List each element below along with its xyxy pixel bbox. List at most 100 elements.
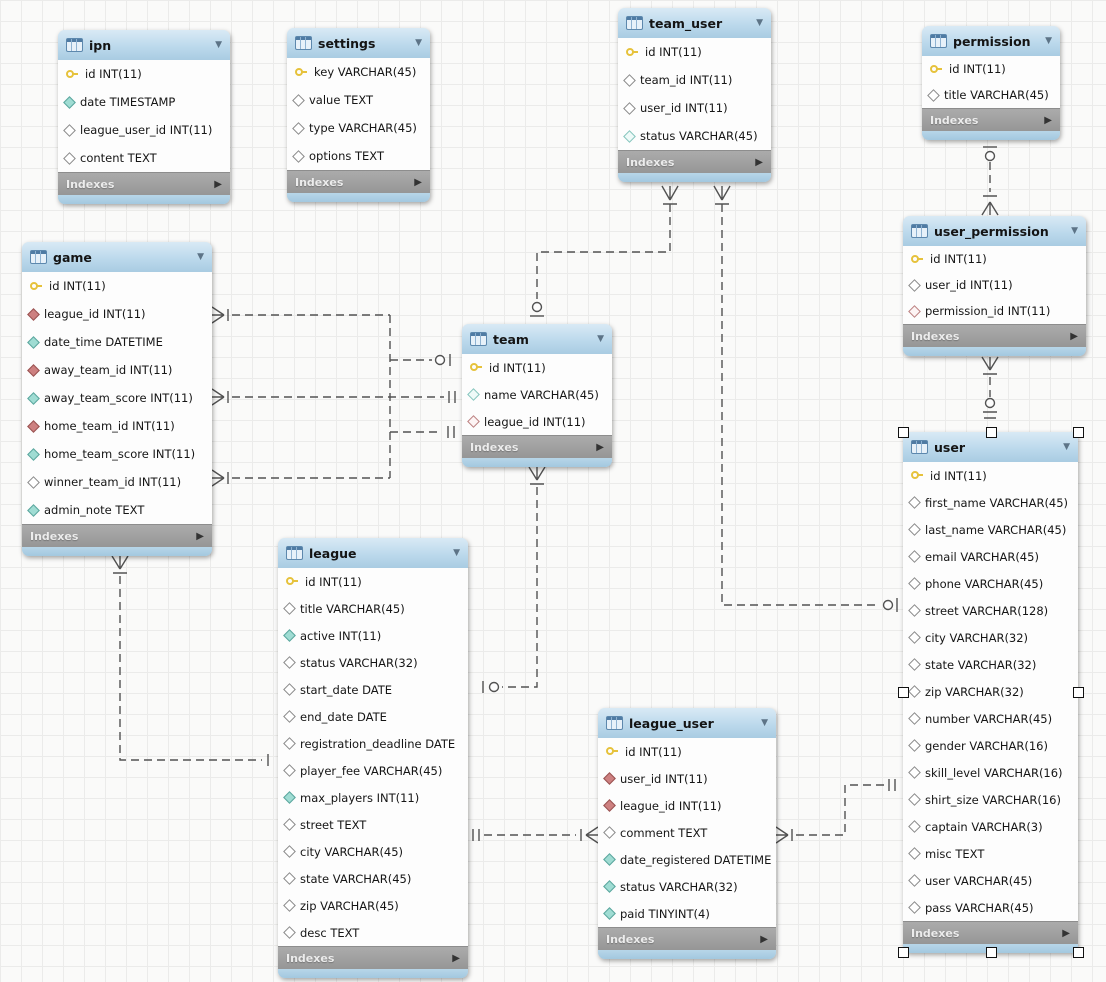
table-user[interactable]: user▼id INT(11)first_name VARCHAR(45)las… — [903, 432, 1078, 953]
column-row[interactable]: league_user_id INT(11) — [58, 116, 230, 144]
column-row[interactable]: status VARCHAR(32) — [278, 649, 468, 676]
column-row[interactable]: pass VARCHAR(45) — [903, 894, 1078, 921]
table-header[interactable]: user_permission▼ — [903, 216, 1086, 246]
table-league[interactable]: league▼id INT(11)title VARCHAR(45)active… — [278, 538, 468, 978]
table-header[interactable]: team▼ — [462, 324, 612, 354]
column-row[interactable]: zip VARCHAR(32) — [903, 678, 1078, 705]
table-league_user[interactable]: league_user▼id INT(11)user_id INT(11)lea… — [598, 708, 776, 959]
column-row[interactable]: user_id INT(11) — [618, 94, 771, 122]
selection-handle[interactable] — [1073, 427, 1084, 438]
table-header[interactable]: league▼ — [278, 538, 468, 568]
column-row[interactable]: permission_id INT(11) — [903, 298, 1086, 324]
column-row[interactable]: value TEXT — [287, 86, 430, 114]
column-row[interactable]: away_team_id INT(11) — [22, 356, 212, 384]
column-row[interactable]: id INT(11) — [278, 568, 468, 595]
collapse-table-icon[interactable]: ▼ — [215, 40, 222, 50]
column-row[interactable]: player_fee VARCHAR(45) — [278, 757, 468, 784]
table-permission[interactable]: permission▼id INT(11)title VARCHAR(45)In… — [922, 26, 1060, 140]
table-game[interactable]: game▼id INT(11)league_id INT(11)date_tim… — [22, 242, 212, 556]
column-row[interactable]: status VARCHAR(45) — [618, 122, 771, 150]
table-team[interactable]: team▼id INT(11)name VARCHAR(45)league_id… — [462, 324, 612, 467]
column-row[interactable]: state VARCHAR(45) — [278, 865, 468, 892]
selection-handle[interactable] — [985, 427, 997, 438]
expand-indexes-icon[interactable]: ▶ — [452, 952, 460, 964]
column-row[interactable]: city VARCHAR(45) — [278, 838, 468, 865]
collapse-table-icon[interactable]: ▼ — [1063, 442, 1070, 452]
column-row[interactable]: active INT(11) — [278, 622, 468, 649]
column-row[interactable]: gender VARCHAR(16) — [903, 732, 1078, 759]
column-row[interactable]: date_registered DATETIME — [598, 846, 776, 873]
column-row[interactable]: title VARCHAR(45) — [278, 595, 468, 622]
relationship-line[interactable] — [536, 204, 671, 299]
expand-indexes-icon[interactable]: ▶ — [214, 178, 222, 190]
column-row[interactable]: admin_note TEXT — [22, 496, 212, 524]
indexes-bar[interactable]: Indexes▶ — [278, 946, 468, 969]
column-row[interactable]: winner_team_id INT(11) — [22, 468, 212, 496]
column-row[interactable]: id INT(11) — [462, 354, 612, 381]
relationship-line[interactable] — [502, 487, 538, 688]
column-row[interactable]: registration_deadline DATE — [278, 730, 468, 757]
column-row[interactable]: user_id INT(11) — [598, 765, 776, 792]
table-user_permission[interactable]: user_permission▼id INT(11)user_id INT(11… — [903, 216, 1086, 356]
column-row[interactable]: id INT(11) — [22, 272, 212, 300]
column-row[interactable]: state VARCHAR(32) — [903, 651, 1078, 678]
expand-indexes-icon[interactable]: ▶ — [1070, 330, 1078, 342]
column-row[interactable]: street TEXT — [278, 811, 468, 838]
indexes-bar[interactable]: Indexes▶ — [903, 324, 1086, 347]
column-row[interactable]: content TEXT — [58, 144, 230, 172]
column-row[interactable]: shirt_size VARCHAR(16) — [903, 786, 1078, 813]
column-row[interactable]: zip VARCHAR(45) — [278, 892, 468, 919]
expand-indexes-icon[interactable]: ▶ — [755, 156, 763, 168]
column-row[interactable]: street VARCHAR(128) — [903, 597, 1078, 624]
column-row[interactable]: date_time DATETIME — [22, 328, 212, 356]
relationship-line[interactable] — [796, 784, 884, 836]
relationship-line-group[interactable] — [119, 162, 991, 836]
table-header[interactable]: team_user▼ — [618, 8, 771, 38]
column-row[interactable]: id INT(11) — [58, 60, 230, 88]
expand-indexes-icon[interactable]: ▶ — [196, 530, 204, 542]
column-row[interactable]: type VARCHAR(45) — [287, 114, 430, 142]
selection-handle[interactable] — [898, 427, 909, 438]
column-row[interactable]: league_id INT(11) — [462, 408, 612, 435]
column-row[interactable]: skill_level VARCHAR(16) — [903, 759, 1078, 786]
column-row[interactable]: user VARCHAR(45) — [903, 867, 1078, 894]
column-row[interactable]: league_id INT(11) — [22, 300, 212, 328]
column-row[interactable]: paid TINYINT(4) — [598, 900, 776, 927]
selection-handle[interactable] — [898, 687, 909, 698]
selection-handle[interactable] — [1073, 687, 1084, 698]
indexes-bar[interactable]: Indexes▶ — [903, 921, 1078, 944]
collapse-table-icon[interactable]: ▼ — [597, 334, 604, 344]
selection-handle[interactable] — [985, 947, 997, 958]
table-team_user[interactable]: team_user▼id INT(11)team_id INT(11)user_… — [618, 8, 771, 182]
table-header[interactable]: ipn▼ — [58, 30, 230, 60]
indexes-bar[interactable]: Indexes▶ — [287, 170, 430, 193]
table-header[interactable]: league_user▼ — [598, 708, 776, 738]
column-row[interactable]: email VARCHAR(45) — [903, 543, 1078, 570]
column-row[interactable]: misc TEXT — [903, 840, 1078, 867]
indexes-bar[interactable]: Indexes▶ — [598, 927, 776, 950]
column-row[interactable]: options TEXT — [287, 142, 430, 170]
relationship-line[interactable] — [119, 576, 262, 761]
column-row[interactable]: title VARCHAR(45) — [922, 82, 1060, 108]
column-row[interactable]: start_date DATE — [278, 676, 468, 703]
indexes-bar[interactable]: Indexes▶ — [58, 172, 230, 195]
column-row[interactable]: first_name VARCHAR(45) — [903, 489, 1078, 516]
column-row[interactable]: city VARCHAR(32) — [903, 624, 1078, 651]
collapse-table-icon[interactable]: ▼ — [415, 38, 422, 48]
column-row[interactable]: away_team_score INT(11) — [22, 384, 212, 412]
table-header[interactable]: permission▼ — [922, 26, 1060, 56]
column-row[interactable]: number VARCHAR(45) — [903, 705, 1078, 732]
column-row[interactable]: id INT(11) — [598, 738, 776, 765]
selection-handle[interactable] — [1073, 947, 1084, 958]
collapse-table-icon[interactable]: ▼ — [761, 718, 768, 728]
collapse-table-icon[interactable]: ▼ — [756, 18, 763, 28]
column-row[interactable]: status VARCHAR(32) — [598, 873, 776, 900]
expand-indexes-icon[interactable]: ▶ — [1062, 927, 1070, 939]
column-row[interactable]: max_players INT(11) — [278, 784, 468, 811]
column-row[interactable]: home_team_score INT(11) — [22, 440, 212, 468]
collapse-table-icon[interactable]: ▼ — [1045, 36, 1052, 46]
column-row[interactable]: user_id INT(11) — [903, 272, 1086, 298]
collapse-table-icon[interactable]: ▼ — [453, 548, 460, 558]
